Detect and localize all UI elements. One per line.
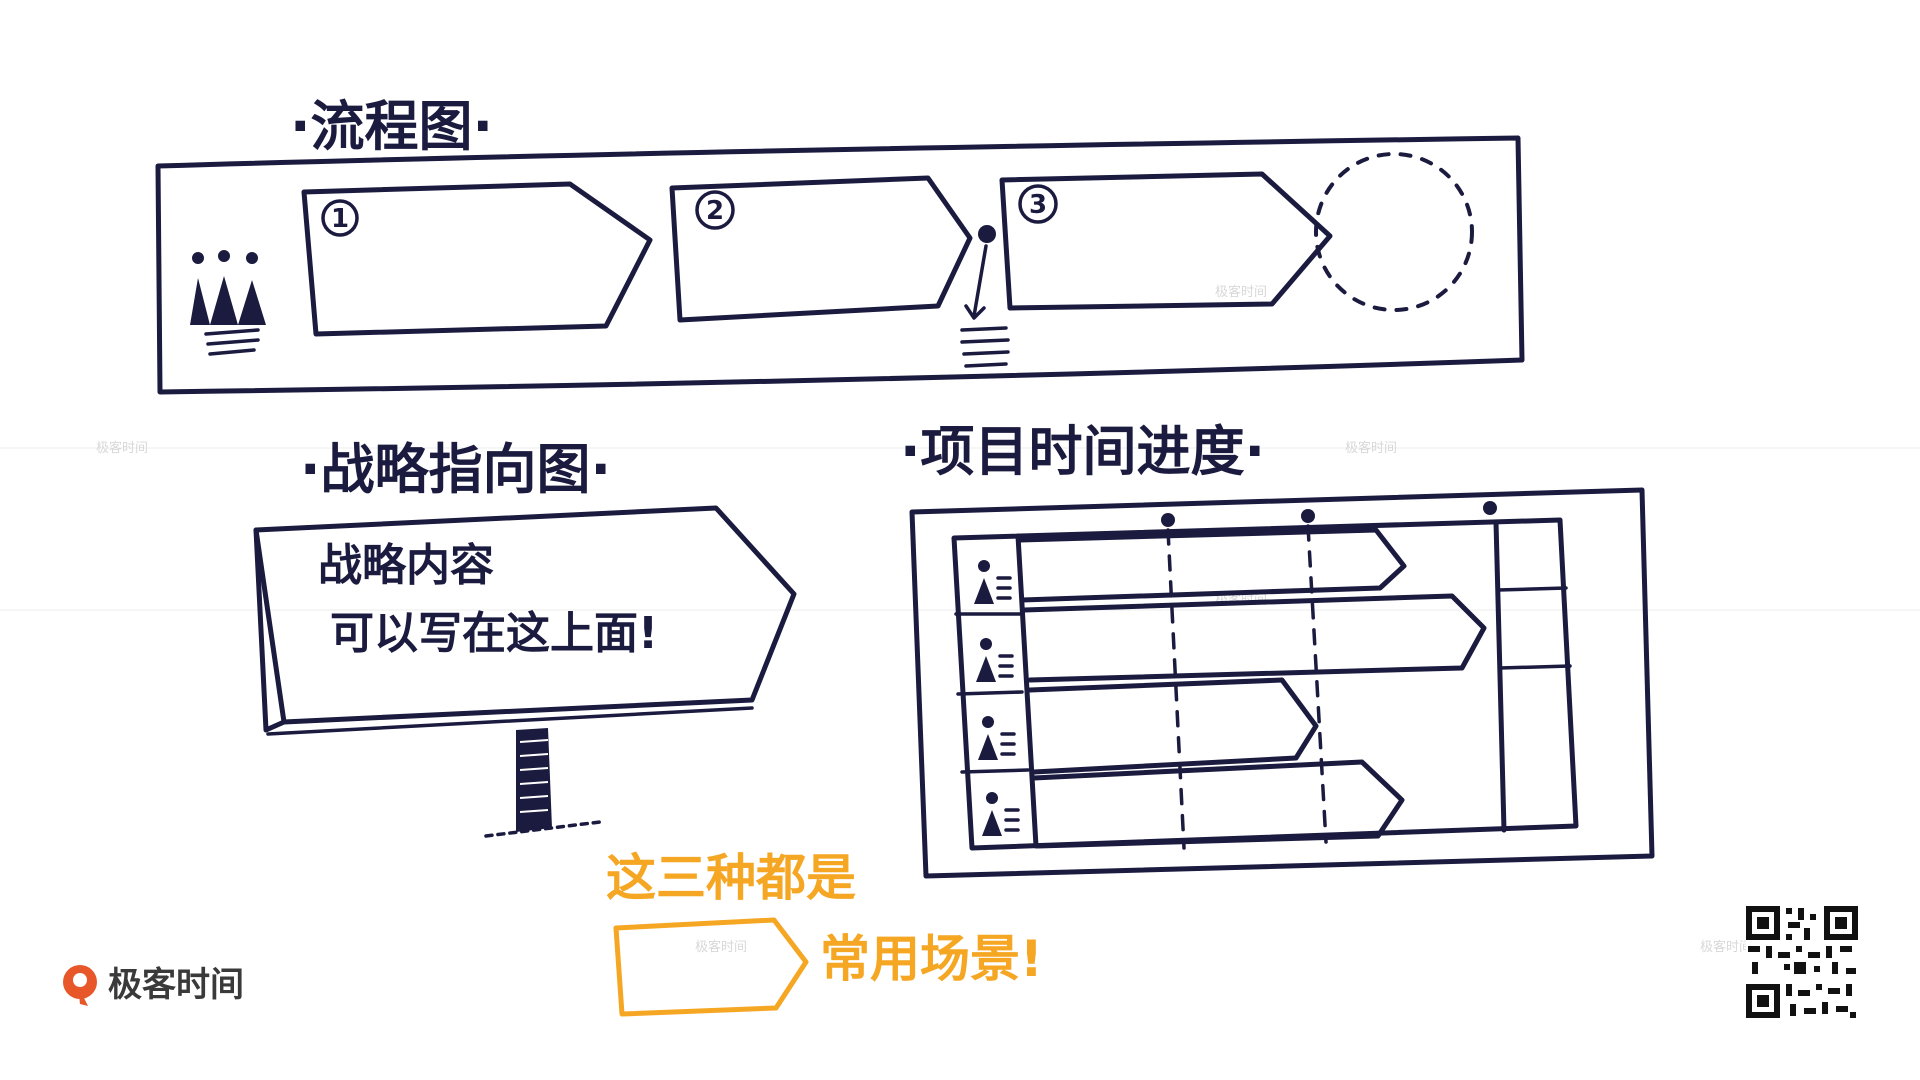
people-group-icon bbox=[190, 250, 266, 356]
annotation-line2: 常用场景! bbox=[820, 930, 1043, 988]
person-icon bbox=[976, 638, 1014, 682]
geek-time-logo: 极客时间 bbox=[63, 965, 244, 1006]
flow-step-3: 3 bbox=[999, 171, 1333, 311]
goal-dashed-circle bbox=[1314, 152, 1474, 312]
step-number-badge bbox=[695, 190, 735, 230]
timeline-task-bar bbox=[1017, 527, 1407, 603]
qr-code-icon bbox=[1746, 906, 1858, 1018]
timeline-task-bar bbox=[1027, 677, 1319, 775]
orange-annotation: 这三种都是 常用场景! bbox=[606, 849, 1043, 1017]
timeline-title: ·项目时间进度· bbox=[900, 420, 1265, 483]
milestone-markers bbox=[1161, 501, 1497, 850]
signpost-text-line1: 战略内容 bbox=[318, 540, 494, 591]
person-icon bbox=[978, 716, 1016, 760]
strategy-title: ·战略指向图· bbox=[300, 438, 611, 501]
timeline-task-bar bbox=[1021, 593, 1487, 683]
signpost-text-line2: 可以写在这上面! bbox=[330, 608, 658, 659]
step-connector bbox=[960, 225, 1010, 368]
signpost: 战略内容 可以写在这上面! bbox=[253, 505, 797, 838]
timeline-chart bbox=[909, 487, 1655, 879]
orange-arrow-box bbox=[613, 917, 809, 1017]
geek-time-logo-icon bbox=[63, 965, 97, 1006]
step-number: 1 bbox=[331, 204, 349, 234]
flow-step-1: 1 bbox=[301, 181, 653, 337]
signpost-pole bbox=[484, 728, 602, 838]
flow-step-2: 2 bbox=[669, 175, 973, 323]
watermark: 极客时间 bbox=[695, 939, 747, 955]
flowchart-frame bbox=[155, 135, 1525, 395]
annotation-line1: 这三种都是 bbox=[606, 849, 856, 907]
timeline-task-bar bbox=[1031, 759, 1405, 849]
logo-text: 极客时间 bbox=[108, 965, 244, 1005]
step-number-badge bbox=[1018, 184, 1058, 224]
person-icon bbox=[982, 792, 1020, 836]
step-number: 3 bbox=[1029, 190, 1047, 220]
person-icon bbox=[974, 560, 1012, 604]
flowchart-title: ·流程图· bbox=[290, 95, 493, 158]
step-number: 2 bbox=[706, 196, 724, 226]
watermark: 极客时间 bbox=[1215, 284, 1267, 300]
watermark: 极客时间 bbox=[96, 440, 148, 456]
step-number-badge bbox=[321, 199, 359, 237]
watermark: 极客时间 bbox=[1700, 939, 1752, 955]
watermark: 极客时间 bbox=[1345, 440, 1397, 456]
